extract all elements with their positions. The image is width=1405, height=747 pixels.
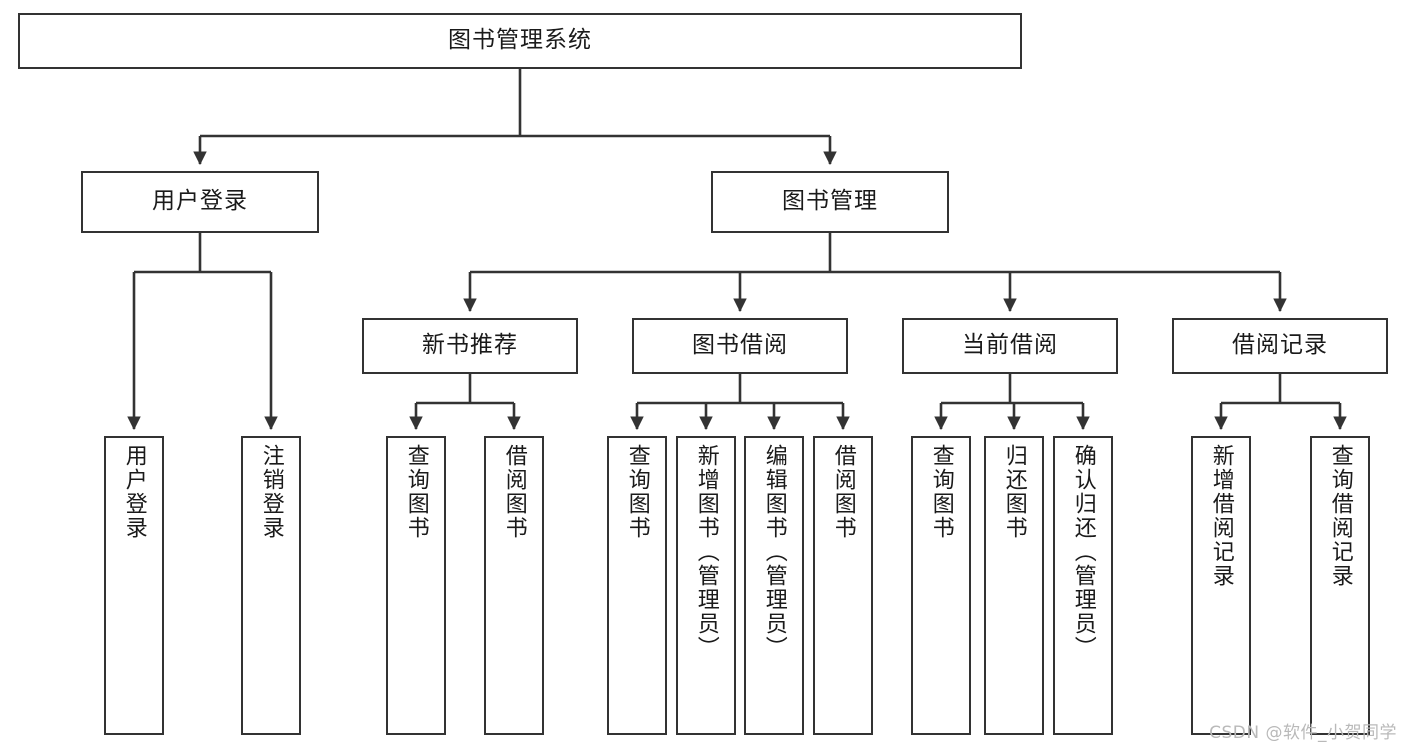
node-leaf-borrow-book-b[interactable]: 借阅图书 — [813, 436, 873, 735]
node-leaf-query-book-c[interactable]: 查询图书 — [911, 436, 971, 735]
node-leaf-borrow-book-b-label: 借阅图书 — [830, 444, 856, 540]
node-leaf-return-book[interactable]: 归还图书 — [984, 436, 1044, 735]
node-leaf-confirm-return-admin-label: 确认归还（管理员） — [1070, 444, 1096, 660]
node-current-borrow-label: 当前借阅 — [962, 332, 1058, 359]
node-leaf-add-borrow-record-label: 新增借阅记录 — [1208, 444, 1234, 588]
node-borrow-record[interactable]: 借阅记录 — [1172, 318, 1388, 374]
node-leaf-confirm-return-admin[interactable]: 确认归还（管理员） — [1053, 436, 1113, 735]
node-book-borrow-label: 图书借阅 — [692, 332, 788, 359]
node-book-management[interactable]: 图书管理 — [711, 171, 949, 233]
node-leaf-query-book-a-label: 查询图书 — [403, 444, 429, 540]
node-leaf-query-book-c-label: 查询图书 — [928, 444, 954, 540]
node-leaf-query-book-b-label: 查询图书 — [624, 444, 650, 540]
node-leaf-user-login[interactable]: 用户登录 — [104, 436, 164, 735]
node-leaf-edit-book-admin[interactable]: 编辑图书（管理员） — [744, 436, 804, 735]
node-leaf-user-login-label: 用户登录 — [121, 444, 147, 540]
node-leaf-query-borrow-record-label: 查询借阅记录 — [1327, 444, 1353, 588]
node-borrow-record-label: 借阅记录 — [1232, 332, 1328, 359]
node-leaf-logout-label: 注销登录 — [258, 444, 284, 540]
node-leaf-return-book-label: 归还图书 — [1001, 444, 1027, 540]
node-book-management-label: 图书管理 — [782, 188, 878, 215]
node-leaf-query-borrow-record[interactable]: 查询借阅记录 — [1310, 436, 1370, 735]
node-root-system[interactable]: 图书管理系统 — [18, 13, 1022, 69]
node-leaf-borrow-book-a-label: 借阅图书 — [501, 444, 527, 540]
node-new-book-recommend-label: 新书推荐 — [422, 332, 518, 359]
node-root-label: 图书管理系统 — [448, 27, 592, 54]
node-leaf-borrow-book-a[interactable]: 借阅图书 — [484, 436, 544, 735]
node-leaf-logout[interactable]: 注销登录 — [241, 436, 301, 735]
node-leaf-add-book-admin-label: 新增图书（管理员） — [693, 444, 719, 660]
node-leaf-edit-book-admin-label: 编辑图书（管理员） — [761, 444, 787, 660]
node-leaf-query-book-a[interactable]: 查询图书 — [386, 436, 446, 735]
node-new-book-recommend[interactable]: 新书推荐 — [362, 318, 578, 374]
node-leaf-query-book-b[interactable]: 查询图书 — [607, 436, 667, 735]
watermark-text: CSDN @软件_小贺同学 — [1209, 723, 1397, 743]
node-user-login[interactable]: 用户登录 — [81, 171, 319, 233]
node-book-borrow[interactable]: 图书借阅 — [632, 318, 848, 374]
node-user-login-label: 用户登录 — [152, 188, 248, 215]
node-leaf-add-borrow-record[interactable]: 新增借阅记录 — [1191, 436, 1251, 735]
node-current-borrow[interactable]: 当前借阅 — [902, 318, 1118, 374]
node-leaf-add-book-admin[interactable]: 新增图书（管理员） — [676, 436, 736, 735]
